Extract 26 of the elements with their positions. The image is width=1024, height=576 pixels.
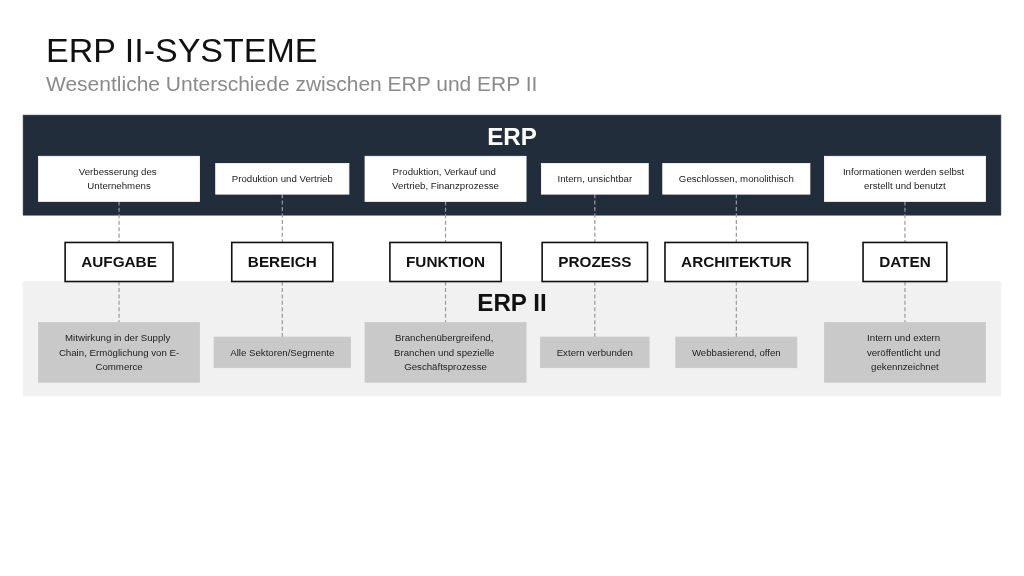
node-box: Informationen werden selbst erstellt und benutzt [824, 155, 986, 202]
node-box: BEREICH [230, 241, 334, 283]
node-box: FUNKTION [389, 241, 502, 283]
node-box: AUFGABE [64, 241, 174, 283]
connector [904, 200, 906, 244]
node-box: Geschlossen, monolithisch [662, 163, 811, 195]
node-box: Verbesserung des Unternehmens [38, 155, 200, 202]
node-box: Produktion, Verkauf und Vertrieb, Finanzprozesse [364, 155, 527, 202]
connector [118, 200, 120, 244]
connector [281, 280, 283, 338]
node-box: Extern verbunden [540, 336, 650, 369]
node-box: Mitwirkung in der Supply Chain, Ermöglichung von E-Commerce [38, 322, 200, 383]
node-box: Intern und extern veröffentlicht und gekennzeichnet [824, 322, 986, 383]
node-box: Branchenübergreifend, Branchen und spezielle Geschäftsprozesse [364, 322, 527, 383]
connector [735, 280, 737, 338]
node-box: Intern, unsichtbar [540, 163, 649, 195]
node-box: DATEN [862, 241, 948, 283]
node-box: Webbasierend, offen [675, 336, 798, 369]
subtitle: Wesentliche Unterschiede zwischen ERP und ERP II [46, 71, 538, 97]
title: ERP II-SYSTEME [46, 30, 319, 70]
node-box: Alle Sektoren/Segmente [213, 336, 351, 369]
node-box: PROZESS [541, 241, 649, 283]
node-box: ARCHITEKTUR [664, 241, 809, 283]
connector [444, 200, 447, 244]
connector [594, 280, 596, 338]
node-box: Produktion und Vertrieb [215, 163, 350, 195]
